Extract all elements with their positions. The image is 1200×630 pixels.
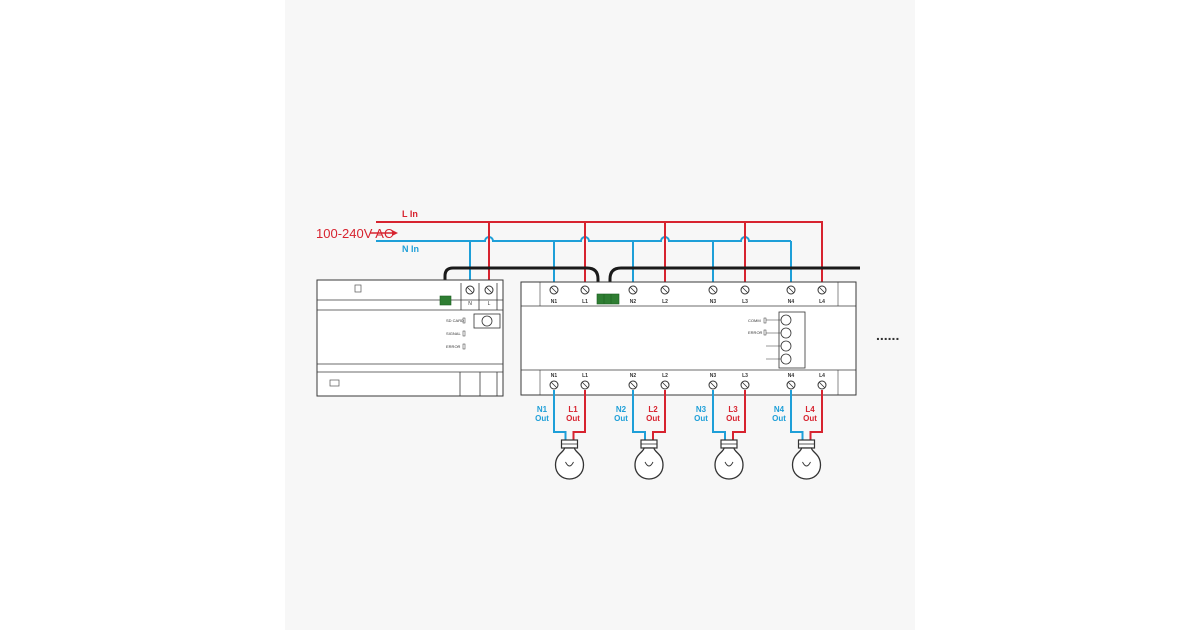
bulb-icon [714, 439, 744, 480]
relay-indicator-error: ERROR [748, 330, 763, 335]
voltage-label: 100-240V AC [316, 226, 393, 241]
n-out-label: N3 [696, 405, 707, 414]
n-out-wire [790, 390, 804, 442]
terminal-n1-in[interactable] [549, 285, 559, 295]
n-out-wire [553, 390, 567, 442]
terminal-n2-out[interactable] [628, 380, 638, 390]
bulb-icon [791, 439, 822, 480]
n-in-label: N In [402, 244, 419, 254]
n-out-label: Out [694, 414, 708, 423]
l-out-wire [809, 390, 823, 442]
terminal-label: N4 [788, 373, 795, 379]
terminal-l3-out[interactable] [740, 380, 750, 390]
continuation-dots: ...... [876, 327, 899, 343]
l-drops [488, 222, 746, 283]
terminal-n4-in[interactable] [786, 285, 796, 295]
terminal-l1-in[interactable] [580, 285, 590, 295]
terminal-label: L4 [819, 299, 825, 305]
l-out-wire [732, 390, 746, 442]
l-in-label: L In [402, 209, 418, 219]
terminal-label: N2 [630, 373, 637, 379]
terminal-n3-out[interactable] [708, 380, 718, 390]
gateway-indicator-signal: SIGNAL [446, 331, 461, 336]
n-out-label: Out [772, 414, 786, 423]
n-drops [469, 241, 792, 283]
terminal-l2-out[interactable] [660, 380, 670, 390]
led-icon [763, 329, 767, 336]
l-out-label: Out [803, 414, 817, 423]
terminal-label: N3 [710, 373, 717, 379]
n-out-label: N4 [774, 405, 785, 414]
l-out-label: Out [646, 414, 660, 423]
relay-channel-buttons[interactable] [766, 311, 806, 369]
n-out-label: Out [535, 414, 549, 423]
l-out-label: L4 [805, 405, 815, 414]
l-out-wire [572, 390, 586, 442]
gateway-module [316, 279, 504, 397]
terminal-n1-out[interactable] [549, 380, 559, 390]
l-out-label: L2 [648, 405, 658, 414]
gateway-terminal-n[interactable] [465, 285, 475, 295]
n-out-wire [712, 390, 726, 442]
terminal-label: N1 [551, 299, 558, 305]
gateway-terminal-l[interactable] [484, 285, 494, 295]
n-in-wire [376, 236, 791, 242]
n-out-label: N1 [537, 405, 548, 414]
terminal-l2-in[interactable] [660, 285, 670, 295]
n-out-label: N2 [616, 405, 627, 414]
gateway-connector-icon [439, 295, 452, 306]
supply-arrow-icon [370, 230, 398, 236]
terminal-label: N3 [710, 299, 717, 305]
relay-indicator-comm: COMM [748, 318, 761, 323]
relay-module [520, 281, 857, 396]
terminal-label: L3 [742, 299, 748, 305]
relay-connector-icon [596, 293, 620, 305]
terminal-n4-out[interactable] [786, 380, 796, 390]
terminal-n3-in[interactable] [708, 285, 718, 295]
l-out-label: L3 [728, 405, 738, 414]
led-icon [462, 343, 466, 350]
gateway-indicator-sd-card: SD CARD [446, 318, 464, 323]
gateway-indicator-error: ERROR [446, 344, 461, 349]
led-icon [462, 330, 466, 337]
bus-cable [443, 266, 860, 298]
gateway-terminal-n-label: N [468, 301, 472, 307]
l-out-label: Out [726, 414, 740, 423]
n-out-wire [632, 390, 646, 442]
terminal-label: N4 [788, 299, 795, 305]
bulb-icon [634, 439, 664, 480]
terminal-label: L2 [662, 299, 668, 305]
terminal-label: N1 [551, 373, 558, 379]
terminal-label: L1 [582, 373, 588, 379]
terminal-l3-in[interactable] [740, 285, 750, 295]
l-in-wire [376, 221, 823, 283]
l-out-label: L1 [568, 405, 578, 414]
terminal-l4-in[interactable] [817, 285, 827, 295]
gateway-button[interactable] [473, 313, 501, 329]
terminal-label: L2 [662, 373, 668, 379]
terminal-l1-out[interactable] [580, 380, 590, 390]
n-out-label: Out [614, 414, 628, 423]
gateway-terminal-l-label: L [488, 301, 491, 307]
led-icon [763, 317, 767, 324]
terminal-label: L4 [819, 373, 825, 379]
l-out-label: Out [566, 414, 580, 423]
terminal-label: L1 [582, 299, 588, 305]
l-out-wire [652, 390, 666, 442]
terminal-n2-in[interactable] [628, 285, 638, 295]
bulb-icon [554, 439, 585, 480]
led-icon [462, 317, 466, 324]
terminal-l4-out[interactable] [817, 380, 827, 390]
terminal-label: L3 [742, 373, 748, 379]
terminal-label: N2 [630, 299, 637, 305]
